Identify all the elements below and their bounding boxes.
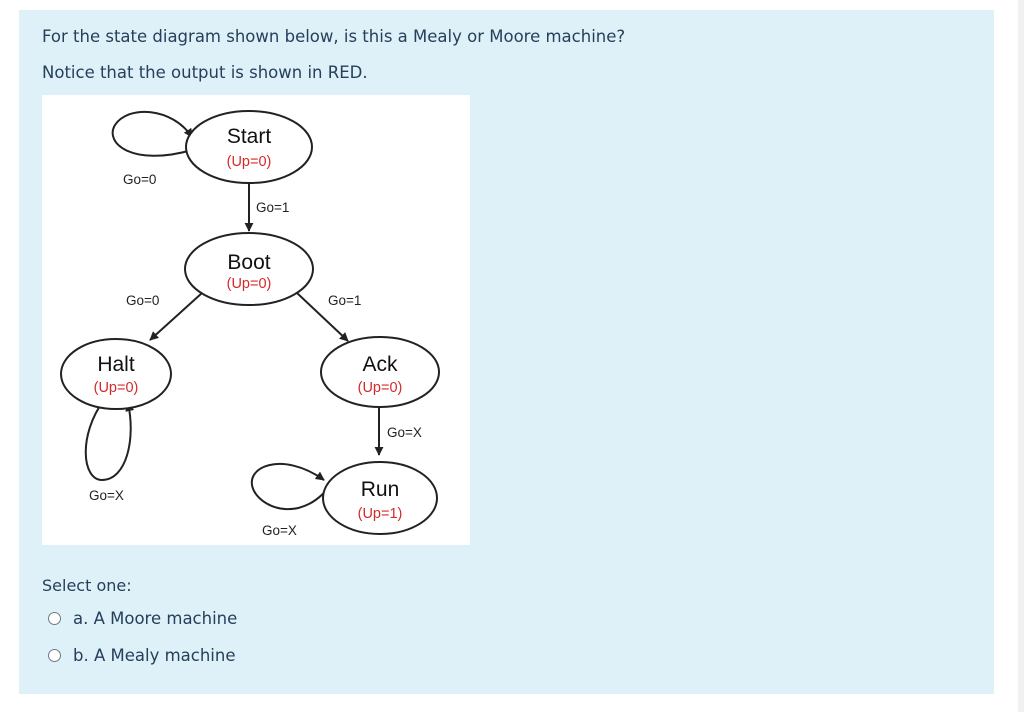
state-halt-output: (Up=0) — [94, 380, 139, 396]
edge-run-self — [251, 463, 333, 511]
option-a-label[interactable]: a. A Moore machine — [73, 608, 238, 628]
state-ack: Ack (Up=0) — [320, 336, 440, 408]
edge-label-boot-ack: Go=1 — [328, 293, 361, 308]
state-run-output: (Up=1) — [358, 506, 403, 522]
edge-boot-halt — [149, 292, 203, 341]
state-halt-name: Halt — [97, 353, 135, 376]
option-b-label[interactable]: b. A Mealy machine — [73, 645, 236, 665]
state-boot-output: (Up=0) — [227, 276, 272, 292]
state-diagram-svg: Start (Up=0) Boot (Up=0) Halt (Up=0) Ack… — [60, 110, 440, 538]
state-start-output: (Up=0) — [227, 154, 272, 170]
state-boot: Boot (Up=0) — [184, 232, 314, 306]
option-b[interactable]: b. A Mealy machine — [48, 643, 236, 667]
state-run-name: Run — [361, 478, 400, 501]
option-a[interactable]: a. A Moore machine — [48, 606, 237, 630]
state-boot-name: Boot — [227, 251, 270, 274]
state-start: Start (Up=0) — [185, 110, 313, 184]
state-ack-name: Ack — [362, 353, 398, 376]
state-halt: Halt (Up=0) — [60, 338, 172, 410]
edge-label-run-self: Go=X — [262, 523, 297, 538]
edge-label-ack-run: Go=X — [387, 425, 422, 440]
edge-boot-ack — [296, 292, 349, 342]
scrollbar-track[interactable] — [1018, 0, 1024, 712]
edge-start-self — [111, 110, 193, 157]
edge-label-start-self: Go=0 — [123, 172, 156, 187]
question-note: Notice that the output is shown in RED. — [42, 63, 368, 82]
option-b-radio[interactable] — [48, 648, 61, 662]
select-one-label: Select one: — [42, 576, 132, 595]
state-diagram: Start (Up=0) Boot (Up=0) Halt (Up=0) Ack… — [42, 95, 470, 545]
option-a-radio[interactable] — [48, 611, 61, 625]
question-text: For the state diagram shown below, is th… — [42, 27, 626, 46]
edge-label-halt-self: Go=X — [89, 488, 124, 503]
edge-label-start-boot: Go=1 — [256, 200, 289, 215]
state-start-name: Start — [227, 125, 272, 148]
state-ack-output: (Up=0) — [358, 380, 403, 396]
edge-halt-self — [84, 399, 135, 482]
edge-label-boot-halt: Go=0 — [126, 293, 159, 308]
state-run: Run (Up=1) — [322, 461, 438, 535]
